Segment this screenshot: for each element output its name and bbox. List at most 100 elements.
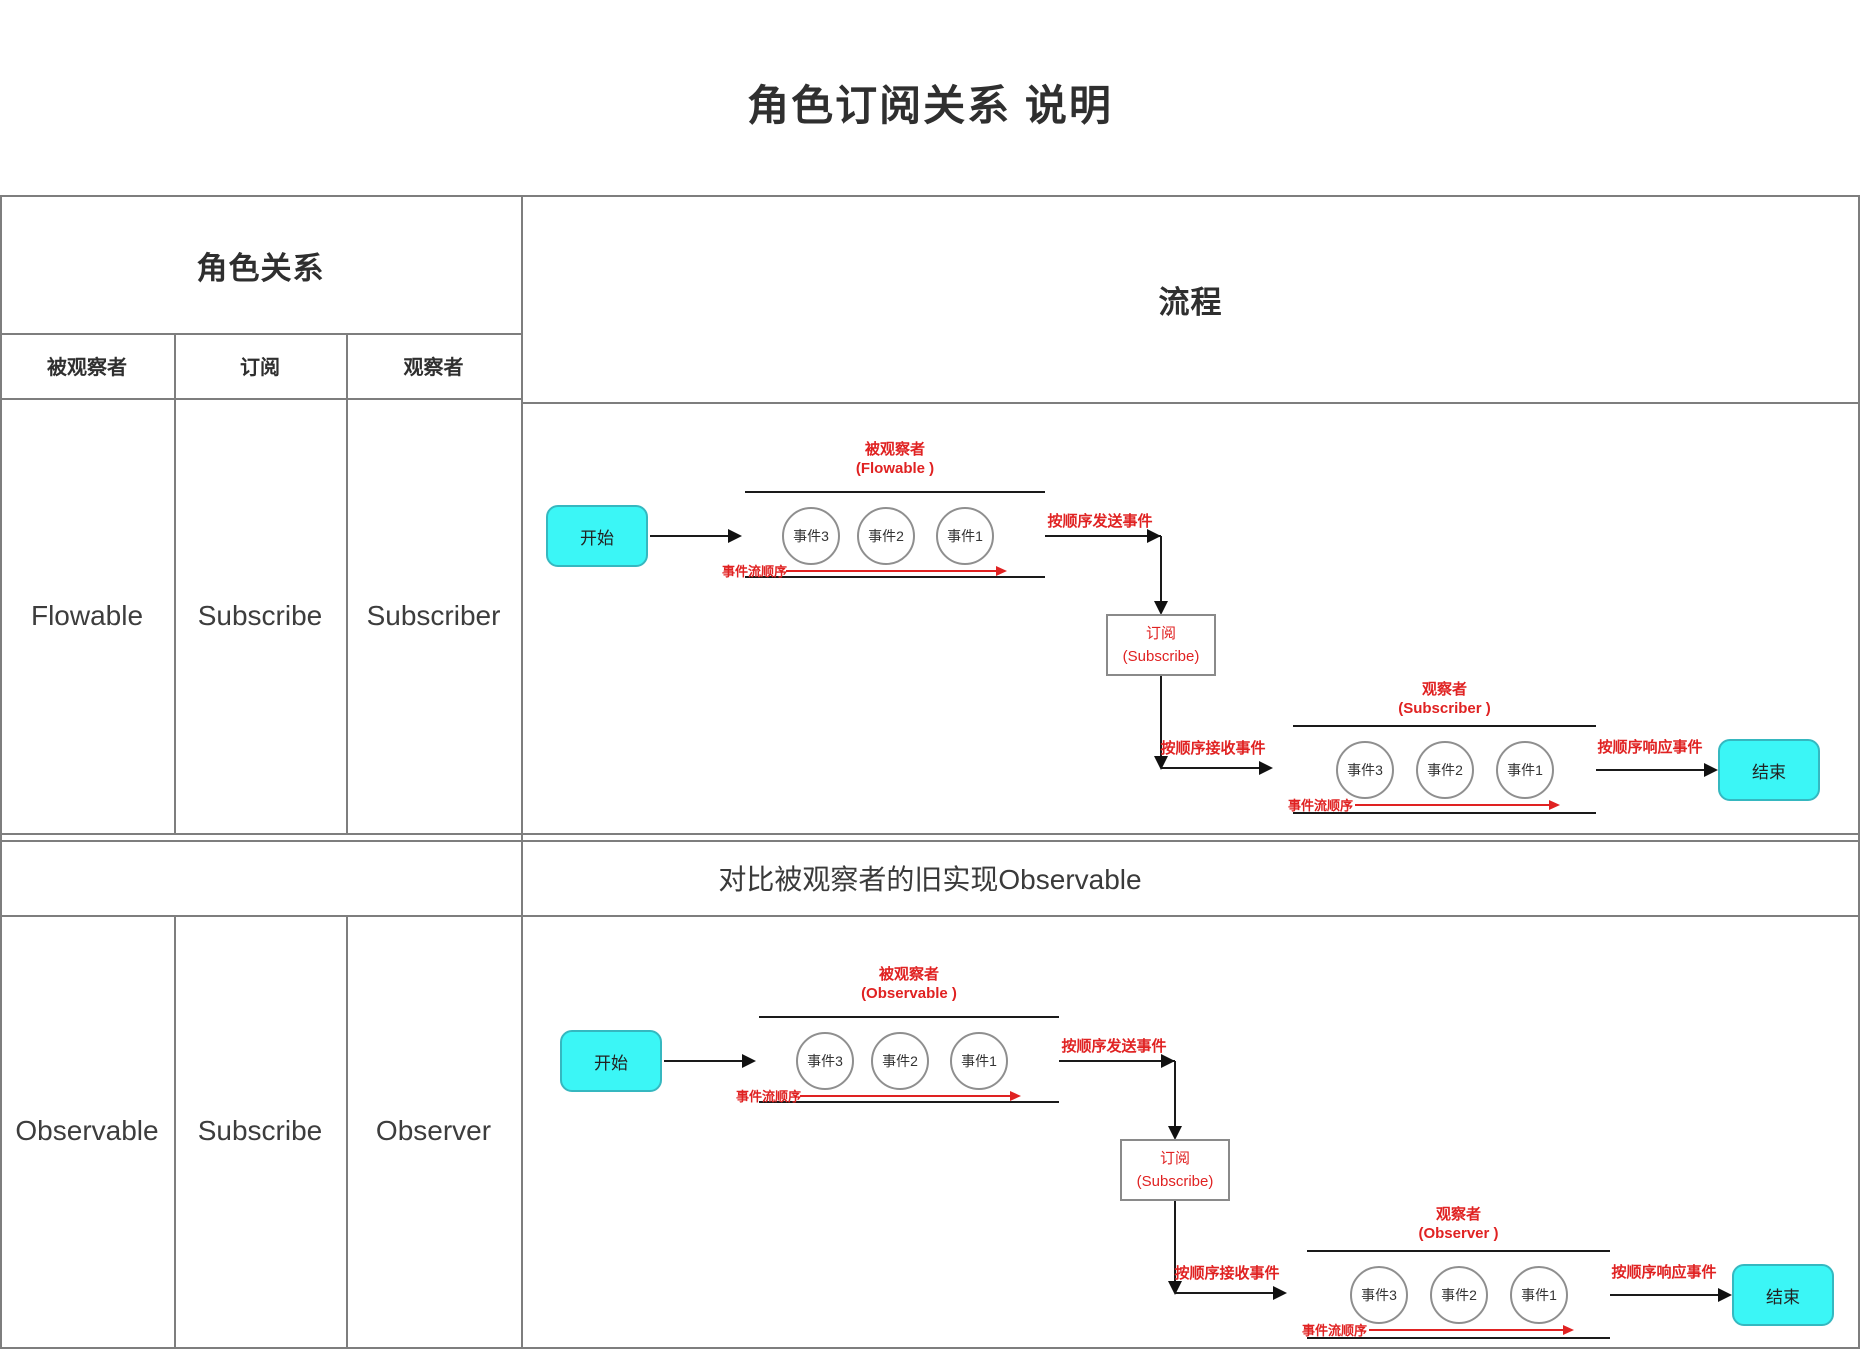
row2-cell-observer: Observer: [375, 1115, 492, 1146]
table-border-right: [1858, 195, 1860, 1349]
send-events-label: 按顺序发送事件: [1061, 1038, 1167, 1055]
stream-line: [745, 491, 1045, 493]
col-divider-1-lower: [174, 915, 176, 1347]
comparison-divider-text: 对比被观察者的旧实现Observable: [718, 863, 1142, 895]
event-circle: 事件3: [782, 507, 840, 565]
flow-diagram-flowable: 开始 被观察者 (Flowable ) 事件3 事件2 事件1 事件流顺序 按顺…: [540, 440, 1840, 826]
arrowhead-right-icon: [1259, 761, 1273, 775]
target-stream-title: 观察者: [1435, 1206, 1481, 1223]
col-divider-2-lower: [346, 915, 348, 1347]
stream-line: [1307, 1337, 1610, 1339]
flow-header-bottom-line: [521, 402, 1860, 404]
stream-line: [759, 1016, 1059, 1018]
source-stream-subtitle: (Observable ): [861, 985, 957, 1002]
target-stream-title: 观察者: [1421, 681, 1467, 698]
arrowhead-down-icon: [1168, 1126, 1182, 1140]
event-order-label: 事件流顺序: [1302, 1323, 1368, 1338]
arrowhead-down-icon: [1168, 1281, 1182, 1295]
arrowhead-down-icon: [1154, 601, 1168, 615]
connector-line: [1161, 767, 1261, 769]
start-node: 开始: [546, 505, 648, 567]
event-order-label: 事件流顺序: [722, 564, 788, 579]
arrowhead-down-icon: [1154, 756, 1168, 770]
source-stream-title: 被观察者: [864, 441, 925, 458]
source-stream-subtitle: (Flowable ): [855, 460, 935, 477]
event-circle: 事件2: [871, 1032, 929, 1090]
subscribe-box-line2: (Subscribe): [1122, 648, 1200, 665]
col-divider-1-upper: [174, 333, 176, 833]
arrowhead-right-icon: [1273, 1286, 1287, 1300]
event-order-label: 事件流顺序: [736, 1089, 802, 1104]
subscribe-box-line1: 订阅: [1145, 624, 1176, 642]
connector-line: [650, 535, 730, 537]
connector-line: [664, 1060, 744, 1062]
stream-line: [745, 576, 1045, 578]
row1-cell-subscriber: Subscriber: [366, 599, 501, 631]
arrowhead-right-icon: [728, 529, 742, 543]
arrowhead-right-icon: [1704, 763, 1718, 777]
connector-line: [1045, 535, 1161, 537]
stream-line: [1293, 725, 1596, 727]
flow-section-header: 流程: [1158, 285, 1223, 320]
event-circle: 事件2: [1430, 1266, 1488, 1324]
col-divider-2-upper: [346, 333, 348, 833]
event-order-arrow: [800, 1095, 1012, 1097]
event-order-arrow: [1369, 1329, 1565, 1331]
row2-cell-observable: Observable: [15, 1115, 159, 1146]
divider-band-bottom-line: [0, 915, 1860, 917]
role-relation-header: 角色关系: [196, 250, 325, 286]
stream-line: [1293, 812, 1596, 814]
respond-events-label: 按顺序响应事件: [1597, 739, 1703, 756]
arrowhead-right-icon: [1161, 1054, 1175, 1068]
target-stream-subtitle: (Subscriber ): [1398, 700, 1491, 717]
arrowhead-right-icon: [1147, 529, 1161, 543]
connector-line: [1174, 1061, 1176, 1127]
arrowhead-right-icon: [1010, 1091, 1021, 1101]
role-header-bottom-line: [0, 333, 521, 335]
left-right-divider-line: [521, 195, 523, 1349]
subscribe-box-line1: 订阅: [1159, 1149, 1190, 1167]
start-node: 开始: [560, 1030, 662, 1092]
arrowhead-right-icon: [742, 1054, 756, 1068]
event-circle: 事件1: [936, 507, 994, 565]
send-events-label: 按顺序发送事件: [1047, 513, 1153, 530]
row1-cell-flowable: Flowable: [30, 599, 144, 631]
connector-line: [1160, 536, 1162, 602]
row2-cell-subscribe: Subscribe: [197, 1115, 323, 1146]
receive-events-label: 按顺序接收事件: [1160, 740, 1266, 757]
event-circle: 事件3: [1336, 741, 1394, 799]
column-header-bottom-line: [0, 398, 521, 400]
row1-cell-subscribe: Subscribe: [197, 599, 323, 631]
event-order-arrow: [786, 570, 998, 572]
event-order-label: 事件流顺序: [1288, 798, 1354, 813]
connector-line: [1059, 1060, 1175, 1062]
column-header-subscribe: 订阅: [240, 357, 280, 379]
table-border-top: [0, 195, 1860, 197]
subscribe-box: 订阅 (Subscribe): [1106, 614, 1216, 676]
event-circle: 事件3: [796, 1032, 854, 1090]
event-circle: 事件2: [857, 507, 915, 565]
arrowhead-right-icon: [1549, 800, 1560, 810]
connector-line: [1596, 769, 1706, 771]
page-title: 角色订阅关系 说明: [747, 81, 1113, 129]
event-circle: 事件1: [1496, 741, 1554, 799]
event-circle: 事件3: [1350, 1266, 1408, 1324]
arrowhead-right-icon: [1718, 1288, 1732, 1302]
event-circle: 事件1: [950, 1032, 1008, 1090]
column-header-observer: 观察者: [403, 357, 464, 379]
connector-line: [1174, 1201, 1176, 1293]
connector-line: [1160, 676, 1162, 768]
divider-band-top-line: [0, 840, 1860, 842]
event-circle: 事件2: [1416, 741, 1474, 799]
column-header-observed: 被观察者: [47, 357, 127, 379]
target-stream-subtitle: (Observer ): [1418, 1225, 1499, 1242]
connector-line: [1175, 1292, 1275, 1294]
arrowhead-right-icon: [996, 566, 1007, 576]
stream-line: [1307, 1250, 1610, 1252]
table-border-left: [0, 195, 2, 1349]
end-node: 结束: [1732, 1264, 1834, 1326]
event-order-arrow: [1355, 804, 1551, 806]
subscribe-box: 订阅 (Subscribe): [1120, 1139, 1230, 1201]
respond-events-label: 按顺序响应事件: [1611, 1264, 1717, 1281]
receive-events-label: 按顺序接收事件: [1174, 1265, 1280, 1282]
